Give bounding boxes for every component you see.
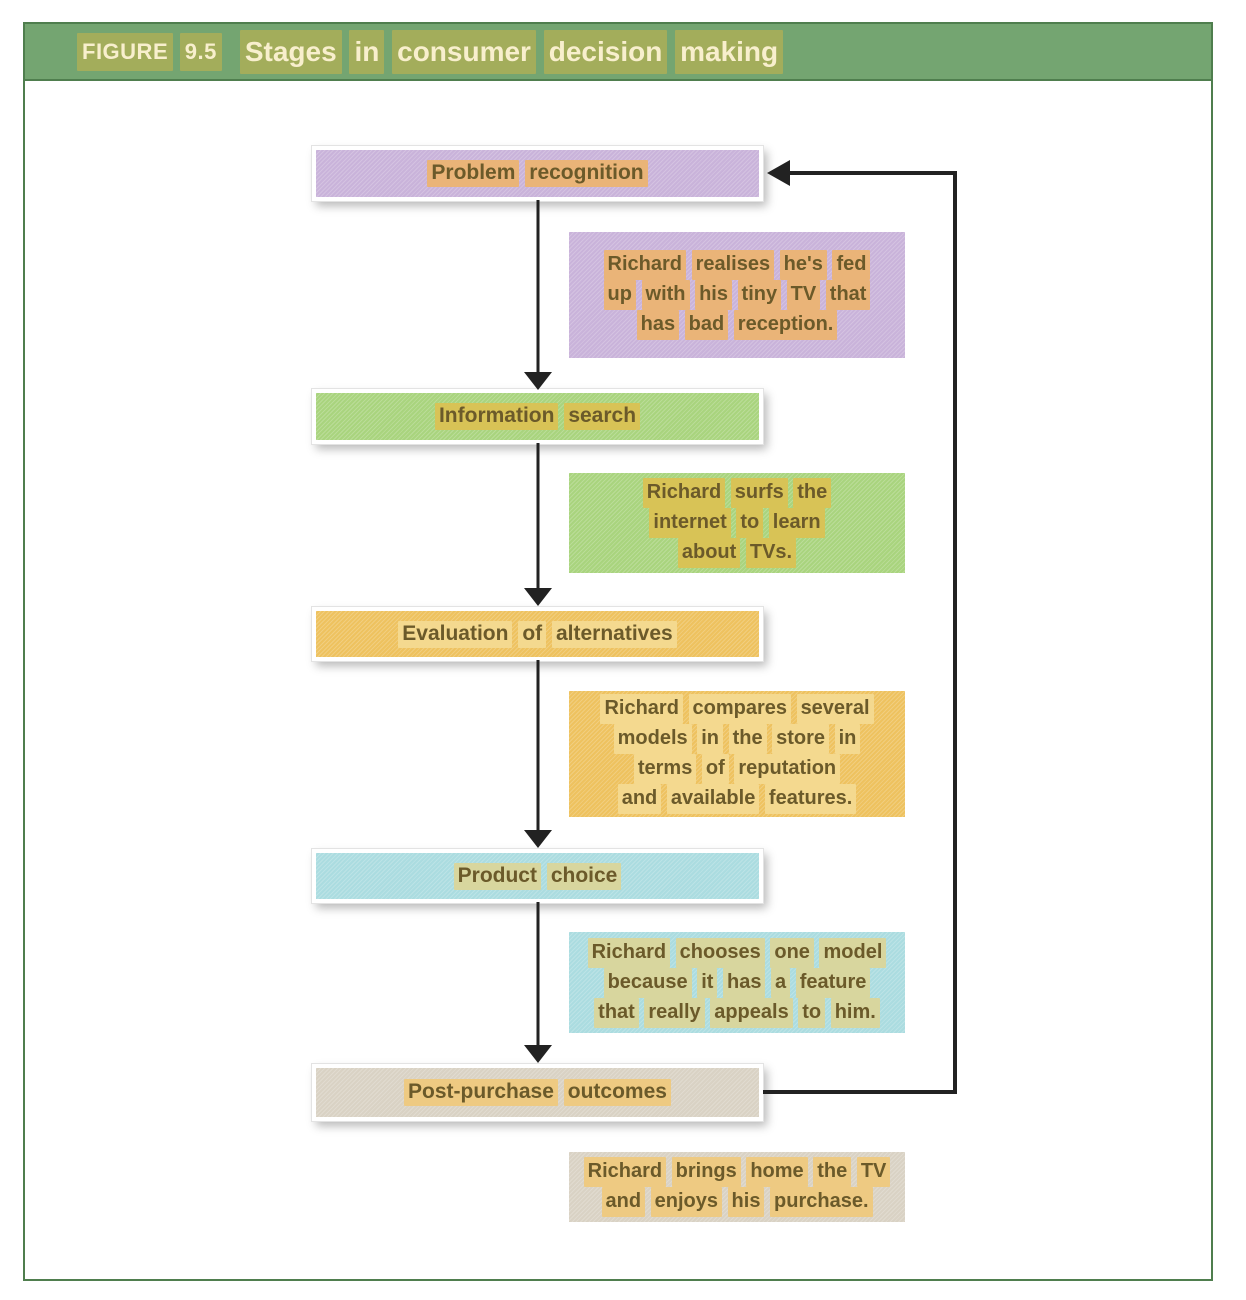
stage-box-information-search: Information search xyxy=(312,389,763,444)
stage-label: Problem recognition xyxy=(427,160,648,187)
stage-label: Product choice xyxy=(453,862,622,890)
stage-label: Information search xyxy=(434,403,641,430)
figure-title: Stages in consumer decision making xyxy=(239,29,784,74)
figure-number-label: FIGURE 9.5 xyxy=(77,32,222,71)
stage-box-evaluation-of-alternatives: Evaluation of alternatives xyxy=(312,607,763,661)
stage-label: Evaluation of alternatives xyxy=(398,620,677,648)
stage-box-post-purchase-outcomes: Post-purchase outcomes xyxy=(312,1064,763,1121)
figure-header: FIGURE 9.5 Stages in consumer decision m… xyxy=(25,24,1211,81)
stage-box-problem-recognition: Problem recognition xyxy=(312,146,763,201)
stage-label: Post-purchase outcomes xyxy=(404,1079,671,1106)
stage-box-product-choice: Product choice xyxy=(312,849,763,903)
